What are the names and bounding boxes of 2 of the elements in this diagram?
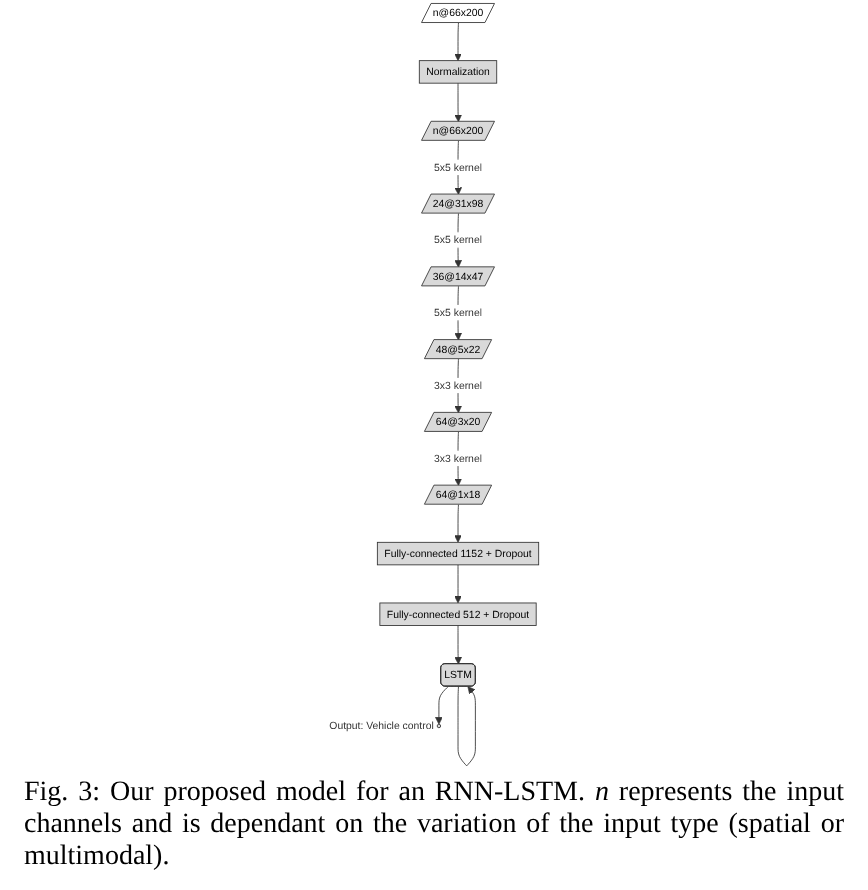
- node-circle: [436, 723, 442, 729]
- figure-caption: Fig. 3: Our proposed model for an RNN-LSTM. n represents the input channels and is dependant on the variation of the input type (spatial or multimodal).: [22, 775, 846, 876]
